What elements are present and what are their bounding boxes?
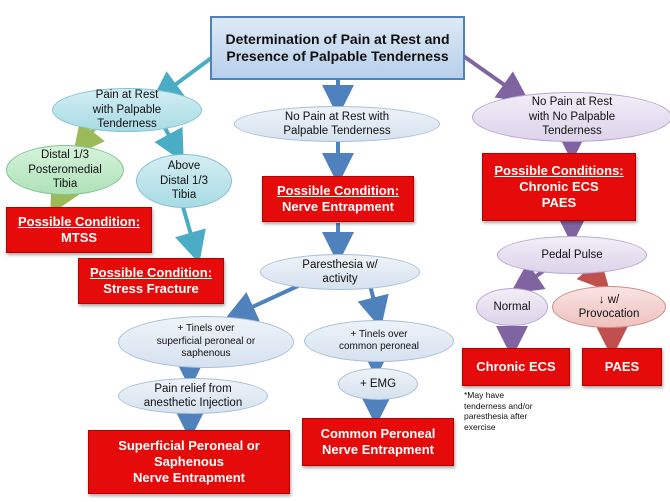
mtss-label: Possible Condition: [17,213,141,229]
arrow-root-to-pain-rest [150,51,220,104]
no-pain-palp-line1: No Pain at Rest with [284,110,390,123]
chronic-ecs-text: Chronic ECS [476,358,556,374]
pedal-pulse-node: Pedal Pulse [497,236,647,274]
arrow-pain-rest-to-distal [72,121,105,157]
root-line1: Determination of Pain at Rest and [225,30,450,47]
footnote-line2: tenderness and/or [464,400,533,411]
arrow-root-to-no-pain-no-palp [460,53,530,103]
tinels-sup-line2: superficial peroneal or [156,335,256,347]
pedal-text: Pedal Pulse [541,248,603,261]
no-pain-no-palp-line1: No Pain at Rest [531,96,613,109]
ecs-paes-line2: PAES [541,195,577,211]
normal-node: Normal [476,288,548,326]
tinels-com-line1: + Tinels over [350,328,408,340]
pain-relief-node: Pain relief from anesthetic Injection [118,378,268,414]
no-pain-palp-node: No Pain at Rest with Palpable Tenderness [234,106,440,142]
pain-relief-line2: anesthetic Injection [143,397,243,409]
paresthesia-line1: Paresthesia w/ [302,258,378,271]
stress-value: Stress Fracture [103,281,199,296]
no-pain-palp-line2: Palpable Tenderness [283,125,391,137]
tinels-com-line2: common peroneal [338,341,420,352]
paes-box: PAES [582,348,662,386]
stress-label: Possible Condition: [89,264,213,280]
arrow-pedal-to-normal [510,262,547,294]
above-line2: Distal 1/3 [160,174,208,187]
root-box: Determination of Pain at Rest and Presen… [210,16,465,80]
ecs-paes-line1: Chronic ECS [519,178,599,194]
superficial-entrapment-box: Superficial Peroneal or Saphenous Nerve … [88,430,290,494]
provocation-node: ↓ w/ Provocation [552,286,666,328]
distal-node: Distal 1/3 Posteromedial Tibia [6,145,124,195]
arrow-paresthesia-to-tinels-sup [224,283,301,322]
paresthesia-node: Paresthesia w/ activity [260,254,420,290]
tinels-superficial-node: + Tinels over superficial peroneal or sa… [118,316,294,368]
above-node: Above Distal 1/3 Tibia [136,154,232,208]
com-entrap-line2: Nerve Entrapment [322,442,434,457]
pain-rest-line3: Tenderness [97,118,157,131]
provocation-line1: ↓ w/ [598,293,620,306]
emg-text: + EMG [359,377,397,390]
sup-entrap-line3: Nerve Entrapment [133,470,245,486]
provocation-line2: Provocation [578,308,640,320]
mtss-value: MTSS [60,230,98,245]
root-line2: Presence of Palpable Tenderness [226,48,449,64]
pain-rest-line1: Pain at Rest [95,89,159,102]
above-line1: Above [167,160,201,173]
normal-text: Normal [493,300,531,313]
nerve-label: Possible Condition: [276,182,400,198]
tinels-common-node: + Tinels over common peroneal [304,320,454,362]
chronic-ecs-box: Chronic ECS [462,348,570,386]
emg-node: + EMG [338,368,418,400]
paes-text: PAES [604,358,640,374]
no-pain-no-palp-line3: Tenderness [542,125,602,138]
footnote-line1: *May have [464,390,505,400]
arrow-pain-rest-to-above [154,126,184,163]
distal-line1: Distal 1/3 [41,149,89,162]
ecs-paes-box: Possible Conditions: Chronic ECS PAES [482,153,636,221]
nerve-entrapment-box: Possible Condition: Nerve Entrapment [262,176,414,222]
common-entrapment-box: Common Peroneal Nerve Entrapment [302,418,454,466]
footnote-line3: paresthesia after [464,411,528,422]
above-line3: Tibia [171,189,197,202]
footnote: *May have tenderness and/or paresthesia … [464,390,533,433]
ecs-paes-label: Possible Conditions: [494,162,624,178]
tinels-sup-line1: + Tinels over [177,323,235,335]
no-pain-no-palp-node: No Pain at Rest with No Palpable Tendern… [472,92,670,142]
pain-rest-node: Pain at Rest with Palpable Tenderness [52,88,202,132]
paresthesia-line2: activity [322,273,358,285]
arrow-paresthesia-to-tinels-com [357,284,389,329]
mtss-box: Possible Condition: MTSS [6,207,152,253]
no-pain-no-palp-line2: with No Palpable [528,110,616,123]
arrow-above-to-stress [175,206,206,264]
distal-line3: Tibia [52,178,78,191]
nerve-value: Nerve Entrapment [282,199,394,214]
stress-fracture-box: Possible Condition: Stress Fracture [78,258,224,304]
com-entrap-line1: Common Peroneal [320,425,436,441]
sup-entrap-line1: Superficial Peroneal or [118,437,260,453]
distal-line2: Posteromedial [28,163,102,176]
pain-relief-line1: Pain relief from [154,382,232,395]
sup-entrap-line2: Saphenous [153,453,225,469]
tinels-sup-line3: saphenous [181,348,231,360]
pain-rest-line2: with Palpable [92,103,162,116]
footnote-line4: exercise [464,421,496,432]
